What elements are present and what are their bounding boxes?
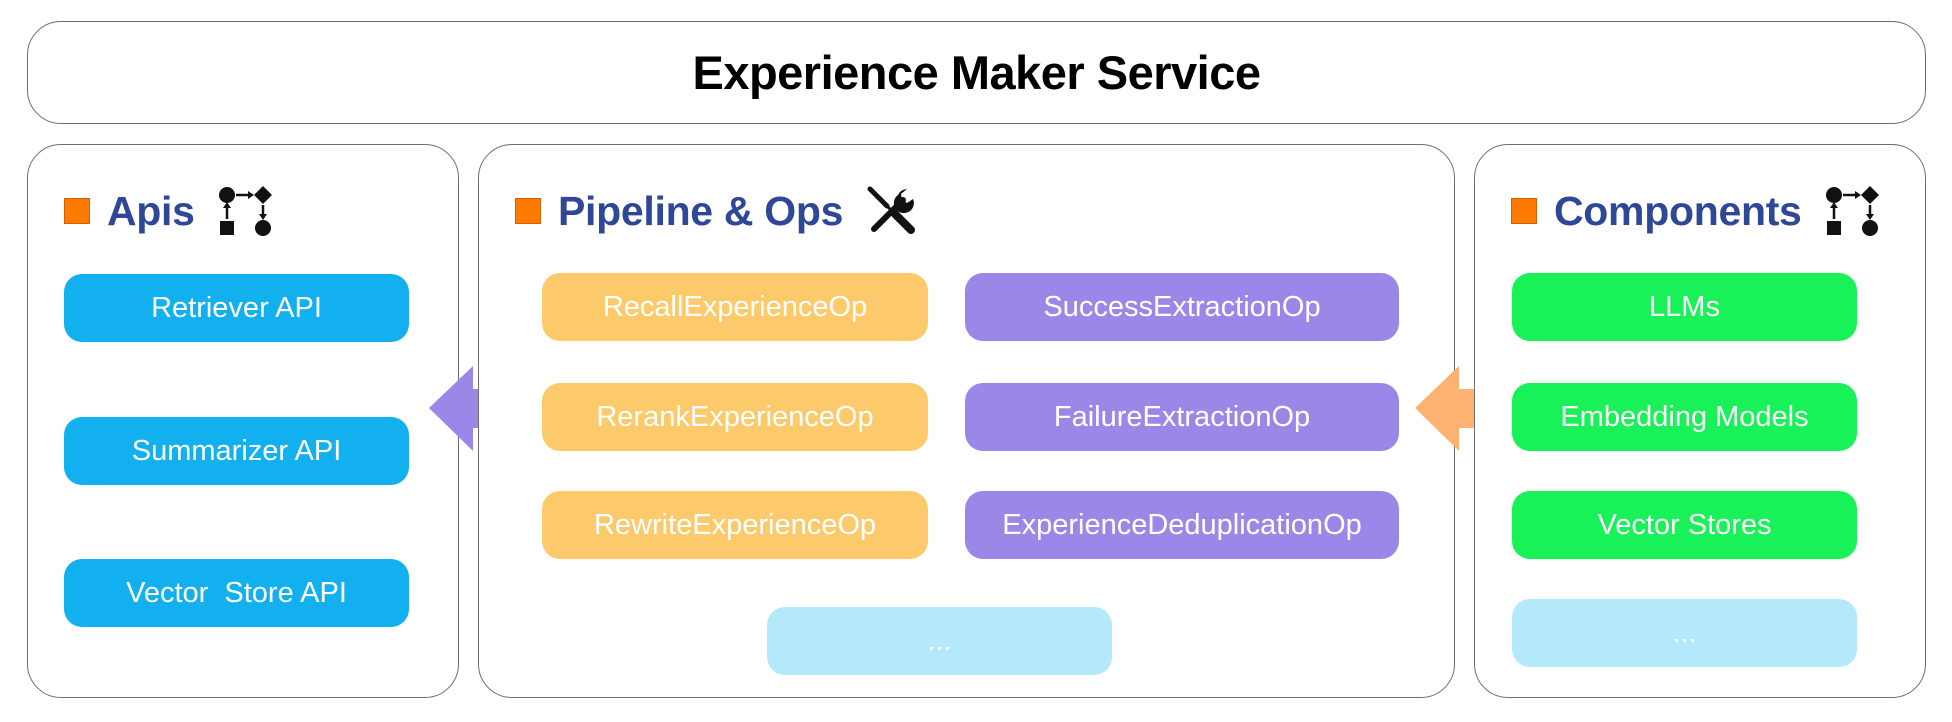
more-components-placeholder[interactable]: ... [1512,599,1857,667]
components-panel: Components LLMs Embedding Models Vector … [1474,144,1926,698]
more-ops-placeholder[interactable]: ... [767,607,1112,675]
components-bullet-icon [1511,198,1537,224]
tools-icon [865,185,919,237]
experience-deduplication-op[interactable]: ExperienceDeduplicationOp [965,491,1399,559]
pipeline-panel: Pipeline & Ops RecallExperienceOp Rerank… [478,144,1455,698]
workflow-icon [217,185,275,237]
components-panel-header: Components [1511,185,1882,237]
pipeline-title: Pipeline & Ops [558,187,844,234]
service-title: Experience Maker Service [692,46,1261,99]
apis-panel: Apis Retriever API Summarizer API Vector… [27,144,459,698]
rerank-experience-op[interactable]: RerankExperienceOp [542,383,928,451]
workflow-icon [1824,185,1882,237]
recall-experience-op[interactable]: RecallExperienceOp [542,273,928,341]
pipeline-bullet-icon [515,198,541,224]
apis-title: Apis [107,187,195,234]
summarizer-api-button[interactable]: Summarizer API [64,417,409,485]
apis-bullet-icon [64,198,90,224]
service-header: Experience Maker Service [27,21,1926,124]
llms-component[interactable]: LLMs [1512,273,1857,341]
vector-stores-component[interactable]: Vector Stores [1512,491,1857,559]
pipeline-panel-header: Pipeline & Ops [515,185,919,237]
pipeline-to-apis-arrow [429,366,513,451]
components-to-pipeline-arrow [1415,366,1499,451]
retriever-api-button[interactable]: Retriever API [64,274,409,342]
vector-store-api-button[interactable]: Vector Store API [64,559,409,627]
apis-panel-header: Apis [64,185,275,237]
embedding-models-component[interactable]: Embedding Models [1512,383,1857,451]
rewrite-experience-op[interactable]: RewriteExperienceOp [542,491,928,559]
failure-extraction-op[interactable]: FailureExtractionOp [965,383,1399,451]
success-extraction-op[interactable]: SuccessExtractionOp [965,273,1399,341]
components-title: Components [1554,187,1802,234]
